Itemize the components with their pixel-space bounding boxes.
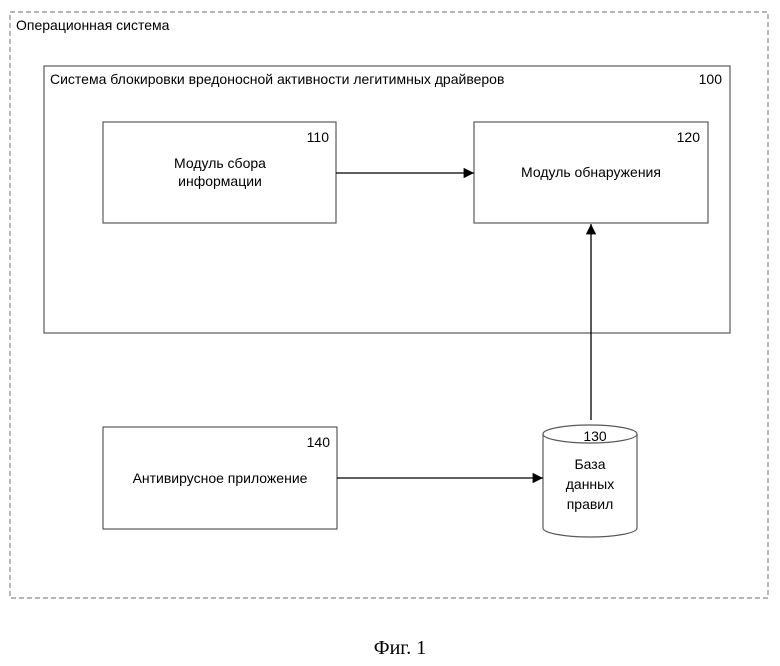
collector-label-line2: информации	[178, 173, 262, 189]
database-label-line3: правил	[567, 496, 614, 512]
collector-module: 110 Модуль сбора информации	[103, 122, 336, 223]
collector-ref: 110	[307, 129, 330, 145]
database-ref: 130	[583, 428, 607, 444]
database-label-line1: База	[574, 456, 605, 472]
antivirus-label: Антивирусное приложение	[133, 470, 308, 486]
rules-database: 130 База данных правил	[543, 425, 637, 537]
antivirus-ref: 140	[307, 434, 331, 450]
figure-caption: Фиг. 1	[374, 637, 426, 659]
system-title: Система блокировки вредоносной активност…	[50, 71, 504, 87]
detector-label: Модуль обнаружения	[521, 164, 661, 180]
collector-label-line1: Модуль сбора	[174, 155, 266, 171]
database-label-line2: данных	[566, 476, 614, 492]
detector-module: 120 Модуль обнаружения	[474, 122, 708, 223]
detector-ref: 120	[677, 129, 701, 145]
system-ref: 100	[699, 71, 723, 87]
antivirus-app: 140 Антивирусное приложение	[103, 427, 337, 529]
os-title: Операционная система	[16, 17, 170, 33]
